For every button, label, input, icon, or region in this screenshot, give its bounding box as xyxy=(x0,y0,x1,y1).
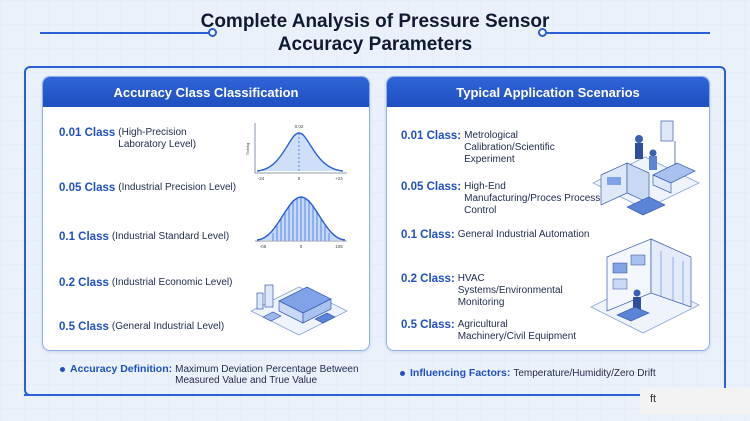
title-dot-left xyxy=(208,28,217,37)
accuracy-class-header: Accuracy Class Classification xyxy=(43,77,369,107)
accuracy-class-desc: (Industrial Economic Level) xyxy=(111,277,233,288)
chart-y-label: Ticking xyxy=(245,143,250,156)
accuracy-definition-key: Accuracy Definition: xyxy=(70,363,173,375)
scenario-item-0.1: 0.1 Class: General Industrial Automation xyxy=(401,229,589,241)
accuracy-definition: Accuracy Definition: Maximum Deviation P… xyxy=(60,364,360,386)
accuracy-item-0.2: 0.2 Class (Industrial Economic Level) xyxy=(59,277,232,289)
title-line-2: Accuracy Parameters xyxy=(277,34,473,55)
distribution-chart-narrow: 0.02 Ticking -24 0 +24 xyxy=(245,123,347,181)
bullet-icon xyxy=(60,367,65,372)
accuracy-class-label: 0.01 Class xyxy=(59,127,116,139)
watermark: ft xyxy=(640,388,750,414)
distribution-curve xyxy=(256,196,346,241)
distribution-area xyxy=(257,133,343,171)
influencing-factors-value: Temperature/Humidity/Zero Drift xyxy=(513,368,656,379)
scenario-item-0.2: 0.2 Class: HVAC Systems/Environmental Mo… xyxy=(401,273,588,309)
bottom-frame-line xyxy=(24,394,726,396)
accuracy-class-desc: (High-Precision Laboratory Level) xyxy=(118,127,197,150)
accuracy-class-label: 0.2 Class xyxy=(59,277,109,289)
chart-x-tick: -05 xyxy=(260,244,267,249)
distribution-chart-wide: -05 0 105 xyxy=(255,196,347,249)
influencing-factors-key: Influencing Factors: xyxy=(410,367,511,379)
scenario-item-0.01: 0.01 Class: Metrological Calibration/Sci… xyxy=(401,130,604,166)
scenario-desc: High-End Manufacturing/Proces Process Co… xyxy=(464,181,601,216)
distribution-bars xyxy=(272,197,330,241)
accuracy-class-desc: (Industrial Precision Level) xyxy=(118,182,237,193)
scenario-class-label: 0.01 Class: xyxy=(401,130,462,142)
accuracy-item-0.5: 0.5 Class (General Industrial Level) xyxy=(59,321,224,333)
chart-x-tick: 105 xyxy=(335,244,343,249)
title-line-1: Complete Analysis of Pressure Sensor xyxy=(200,11,550,32)
scenario-desc: Agricultural Machinery/Civil Equipment xyxy=(457,319,577,342)
chart-x-tick: -24 xyxy=(258,176,265,181)
accuracy-class-desc: (General Industrial Level) xyxy=(111,321,225,332)
chart-x-tick: 0 xyxy=(300,244,303,249)
accuracy-class-label: 0.5 Class xyxy=(59,321,109,333)
chart-x-tick: 0 xyxy=(298,176,301,181)
bullet-icon xyxy=(400,371,405,376)
title-dot-right xyxy=(538,28,547,37)
accuracy-class-label: 0.1 Class xyxy=(59,231,109,243)
title-line-left xyxy=(40,32,210,34)
accuracy-item-0.01: 0.01 Class (High-Precision Laboratory Le… xyxy=(59,127,239,151)
accuracy-definition-value: Maximum Deviation Percentage Between Mea… xyxy=(175,364,359,386)
accuracy-class-desc: (Industrial Standard Level) xyxy=(111,231,230,242)
factory-illustration xyxy=(250,284,348,336)
chart-x-tick: +24 xyxy=(335,176,343,181)
application-scenarios-header: Typical Application Scenarios xyxy=(387,77,709,107)
influencing-factors: Influencing Factors: Temperature/Humidit… xyxy=(400,368,656,379)
accuracy-item-0.1: 0.1 Class (Industrial Standard Level) xyxy=(59,231,229,243)
page-title: Complete Analysis of Pressure Sensor Acc… xyxy=(0,10,750,56)
scenario-desc: General Industrial Automation xyxy=(457,229,590,240)
scenario-desc: Metrological Calibration/Scientific Expe… xyxy=(464,130,555,165)
accuracy-class-panel: Accuracy Class Classification 0.01 Class… xyxy=(42,76,370,351)
accuracy-item-0.05: 0.05 Class (Industrial Precision Level) xyxy=(59,182,236,194)
scenario-item-0.05: 0.05 Class: High-End Manufacturing/Proce… xyxy=(401,181,604,217)
scenario-class-label: 0.2 Class: xyxy=(401,273,455,285)
scenario-item-0.5: 0.5 Class: Agricultural Machinery/Civil … xyxy=(401,319,578,343)
accuracy-class-label: 0.05 Class xyxy=(59,182,116,194)
scenario-class-label: 0.5 Class: xyxy=(401,319,455,331)
title-line-right xyxy=(540,32,710,34)
scenario-desc: HVAC Systems/Environmental Monitoring xyxy=(457,273,563,308)
application-scenarios-panel: Typical Application Scenarios 0.01 Class… xyxy=(386,76,710,351)
scenario-class-label: 0.1 Class: xyxy=(401,229,455,241)
scenario-class-label: 0.05 Class: xyxy=(401,181,462,193)
chart-peak-label: 0.02 xyxy=(295,124,304,129)
control-room-illustration xyxy=(590,238,700,334)
laboratory-illustration xyxy=(592,120,700,216)
